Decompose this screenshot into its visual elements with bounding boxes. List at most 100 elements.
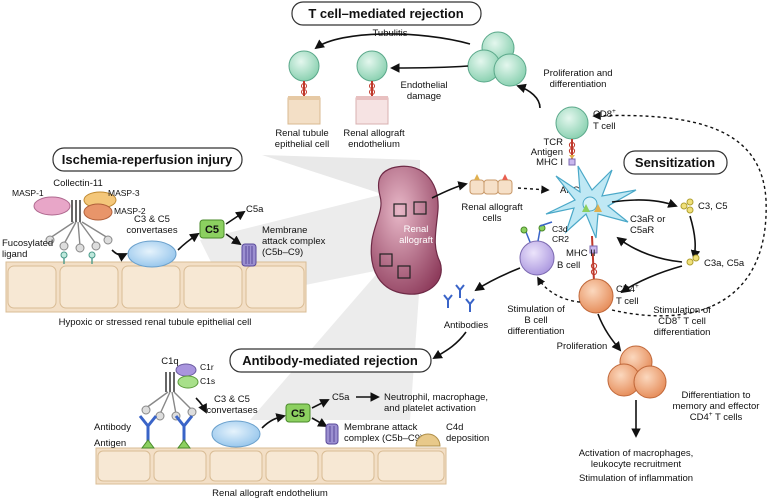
c5-label-ischemia: C5 — [205, 224, 219, 236]
label-proliferation: Proliferation — [557, 341, 608, 352]
cd8-t-cell — [555, 106, 589, 140]
arrow-c5a-abmr — [311, 399, 330, 409]
c4d-icon — [415, 433, 441, 447]
arrow-c5a — [225, 210, 246, 225]
apc-dendritic-cell — [545, 165, 637, 239]
label-prolif-2: differentiation — [550, 79, 607, 90]
renal-tubule-epithelium — [5, 261, 307, 313]
label-act-1: Activation of macrophages, — [579, 448, 694, 459]
mhc2-stalk — [591, 235, 595, 283]
label-renal-tubule: Renal tubule — [275, 128, 328, 139]
label-neutrophil-2: and platelet activation — [384, 403, 476, 414]
caption-abmr: Renal allograft endothelium — [212, 488, 328, 499]
label-mac-1: Membrane — [262, 225, 307, 236]
label-b-cell: B cell — [557, 260, 580, 271]
label-cd4-t-cell: T cell — [616, 296, 639, 307]
arrow-endothelial — [390, 63, 469, 73]
zoom-cone-bottom — [250, 270, 420, 420]
label-masp3: MASP-3 — [108, 188, 140, 198]
c3-c5-icon — [680, 198, 694, 214]
label-antibodies: Antibodies — [444, 320, 489, 331]
title-sensitization: Sensitization — [623, 150, 728, 175]
arrow-to-antibodies — [474, 267, 521, 292]
mac-icon-abmr — [325, 423, 339, 445]
label-tubulitis: Tubulitis — [372, 28, 407, 39]
label-collectin: Collectin-11 — [53, 178, 102, 189]
label-act-2: leukocyte recruitment — [591, 459, 682, 470]
label-c1s: C1s — [200, 376, 215, 386]
c5-label-abmr: C5 — [291, 408, 305, 420]
renal-allograft-endothelium — [95, 447, 447, 485]
mhc2-icon — [589, 245, 598, 254]
label-fucosylated: Fucosylated — [2, 238, 53, 249]
arrow-to-allograft-cells — [431, 181, 468, 199]
antibodies-icon — [443, 284, 475, 312]
antigen-icon — [569, 155, 575, 159]
c5-box-abmr — [285, 403, 311, 423]
label-c3a-c5a: C3a, C5a — [704, 258, 745, 269]
label-diff-3: CD4+ T cells — [690, 411, 743, 423]
mhc1-icon — [568, 158, 576, 166]
label-cd4: CD4+ — [616, 283, 639, 295]
title-sensitization-text: Sensitization — [635, 155, 715, 170]
t-cell-cluster — [467, 31, 527, 87]
arrow-c3a-to-cd4 — [620, 265, 683, 294]
label-c3ar: C3aR or — [630, 214, 665, 225]
tcr-icon — [568, 141, 576, 149]
label-diff-2: memory and effector — [673, 401, 760, 412]
arrow-stim-cd8 — [592, 111, 767, 317]
title-ischemia: Ischemia-reperfusion injury — [52, 147, 243, 172]
label-c5ar: C5aR — [630, 225, 654, 236]
label-stim-cd8-2: CD8+ T cell — [658, 315, 706, 327]
label-c5a-ischemia: C5a — [246, 204, 264, 215]
c1r-icon — [175, 363, 197, 377]
b-cell — [519, 240, 555, 276]
arrow-mac — [225, 233, 242, 246]
label-mac-abmr-2: complex (C5b–C9) — [344, 433, 423, 444]
title-t-cell-text: T cell–mediated rejection — [308, 6, 463, 21]
label-prolif-1: Proliferation and — [543, 68, 612, 79]
label-allograft-cells-1: Renal allograft — [461, 202, 523, 213]
arrow-to-c3a — [689, 215, 701, 260]
arrow-proliferation-cd4 — [597, 313, 622, 352]
kidney-icon — [370, 165, 442, 295]
title-antibody-rejection: Antibody-mediated rejection — [229, 348, 432, 373]
caption-ischemia: Hypoxic or stressed renal tubule epithel… — [59, 317, 252, 328]
label-stim-b-2: B cell — [524, 315, 547, 326]
antibody-icon — [138, 415, 194, 442]
label-mac-2: attack complex — [262, 236, 326, 247]
label-stim-b-3: differentiation — [508, 326, 565, 337]
convertase-ischemia — [127, 240, 177, 268]
label-mac-3: (C5b–C9) — [262, 247, 303, 258]
t-cell-endothelium — [355, 50, 389, 125]
label-stim-cd8-1: Stimulation of — [653, 305, 711, 316]
renal-allograft-cells-icon — [469, 174, 513, 195]
masp-1-icon — [33, 196, 71, 216]
c3a-c5a-icon — [686, 254, 700, 266]
label-mhc2: MHC II — [566, 248, 596, 259]
label-ligand: ligand — [2, 249, 27, 260]
label-neutrophil-1: Neutrophil, macrophage, — [384, 392, 488, 403]
arrow-to-convertase-abmr — [195, 397, 207, 414]
label-epithelial-cell: epithelial cell — [275, 139, 329, 150]
cd4-t-cell — [578, 278, 614, 314]
label-renal-allograft: Renal allograft — [343, 128, 405, 139]
t-cell-tubulitis — [287, 50, 321, 125]
c1q-icon — [141, 372, 197, 421]
label-damage: damage — [407, 91, 441, 102]
arrow-proliferation — [516, 83, 541, 109]
label-cd8-t-cell: T cell — [593, 121, 616, 132]
label-antigen-top: Antigen — [531, 147, 563, 158]
label-c5a-abmr: C5a — [332, 392, 350, 403]
label-diff-1: Differentiation to — [681, 390, 750, 401]
label-masp2: MASP-2 — [114, 206, 146, 216]
label-endothelial: Endothelial — [400, 80, 447, 91]
label-kidney-1: Renal — [404, 224, 429, 235]
label-cd8: CD8+ — [593, 108, 616, 120]
fucosylated-ligand-icon — [60, 251, 96, 264]
label-allograft-cells-2: cells — [482, 213, 501, 224]
label-c3c5-abmr-2: convertases — [206, 405, 257, 416]
arrow-to-convertase — [111, 249, 128, 262]
label-masp1: MASP-1 — [12, 188, 44, 198]
